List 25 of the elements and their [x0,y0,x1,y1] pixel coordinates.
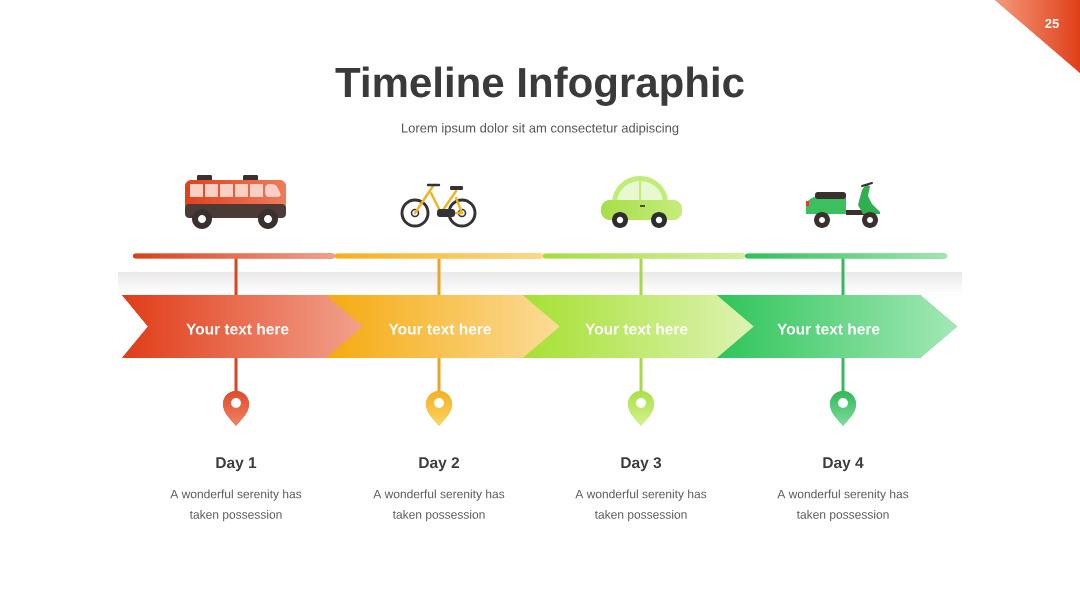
connector-line [639,358,643,391]
chevron-banner: Your text here [122,295,363,358]
page-number: 25 [1045,18,1059,29]
day-heading: Day 3 [621,457,662,472]
timeline-bar [133,253,335,259]
day-heading: Day 2 [419,457,460,472]
connector-line [639,258,643,295]
timeline-bar [543,253,745,259]
chevron-banner: Your text here [717,295,957,358]
subtitle: Lorem ipsum dolor sit am consectetur adipiscing [402,123,679,136]
timeline-bar [745,253,947,259]
description-text: A wonderful serenity has taken possession [373,489,505,522]
day-heading: Day 4 [823,457,864,472]
connector-line [234,258,238,295]
timeline-bar [335,253,543,259]
day-heading: Day 1 [216,457,257,472]
connector-line [841,258,845,295]
connector-line [437,258,441,295]
title: Timeline Infographic [335,66,744,106]
description-text: A wonderful serenity has taken possession [575,489,707,522]
connector-line [841,358,845,391]
description-text: A wonderful serenity has taken possession [777,489,909,522]
connector-line [437,358,441,391]
description-text: A wonderful serenity has taken possession [170,489,302,522]
connector-line [234,358,238,391]
